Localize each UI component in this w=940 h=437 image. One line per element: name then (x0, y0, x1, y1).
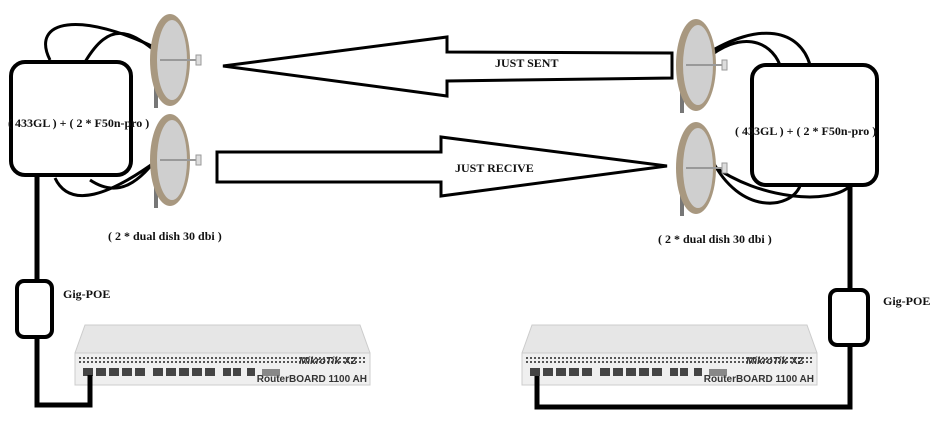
router-brand: MikroTik (746, 356, 787, 367)
antenna-label: ( 2 * dual dish 30 dbi ) (108, 229, 222, 243)
router-suffix: X2 (791, 356, 804, 367)
right-site: ( 433GL ) + ( 2 * F50n-pro ) ( 2 * dual … (521, 17, 930, 410)
left-site: ( 433GL ) + ( 2 * F50n-pro ) ( 2 * dual … (8, 12, 371, 408)
just-sent-arrow: JUST SENT (222, 35, 674, 98)
antenna-label: ( 2 * dual dish 30 dbi ) (658, 232, 772, 246)
device-label: ( 433GL ) + ( 2 * F50n-pro ) (8, 116, 149, 130)
dish-antenna-icon (674, 17, 729, 115)
just-recive-label: JUST RECIVE (455, 161, 534, 175)
router-model: RouterBOARD 1100 AH (704, 374, 814, 385)
dish-antenna-icon (148, 12, 203, 110)
poe-injector (15, 279, 54, 339)
just-sent-label: JUST SENT (495, 56, 558, 70)
poe-label: Gig-POE (63, 287, 110, 301)
device-label: ( 433GL ) + ( 2 * F50n-pro ) (735, 124, 876, 138)
radio-device-box (750, 63, 879, 187)
dish-antenna-icon (674, 120, 729, 218)
dish-antenna-icon (148, 112, 203, 210)
router-brand: MikroTik (299, 356, 340, 367)
poe-label: Gig-POE (883, 294, 930, 308)
just-recive-arrow: JUST RECIVE (215, 135, 668, 198)
router-suffix: X2 (344, 356, 357, 367)
poe-injector (828, 288, 870, 347)
radio-device-box (9, 60, 133, 177)
router-model: RouterBOARD 1100 AH (257, 374, 367, 385)
